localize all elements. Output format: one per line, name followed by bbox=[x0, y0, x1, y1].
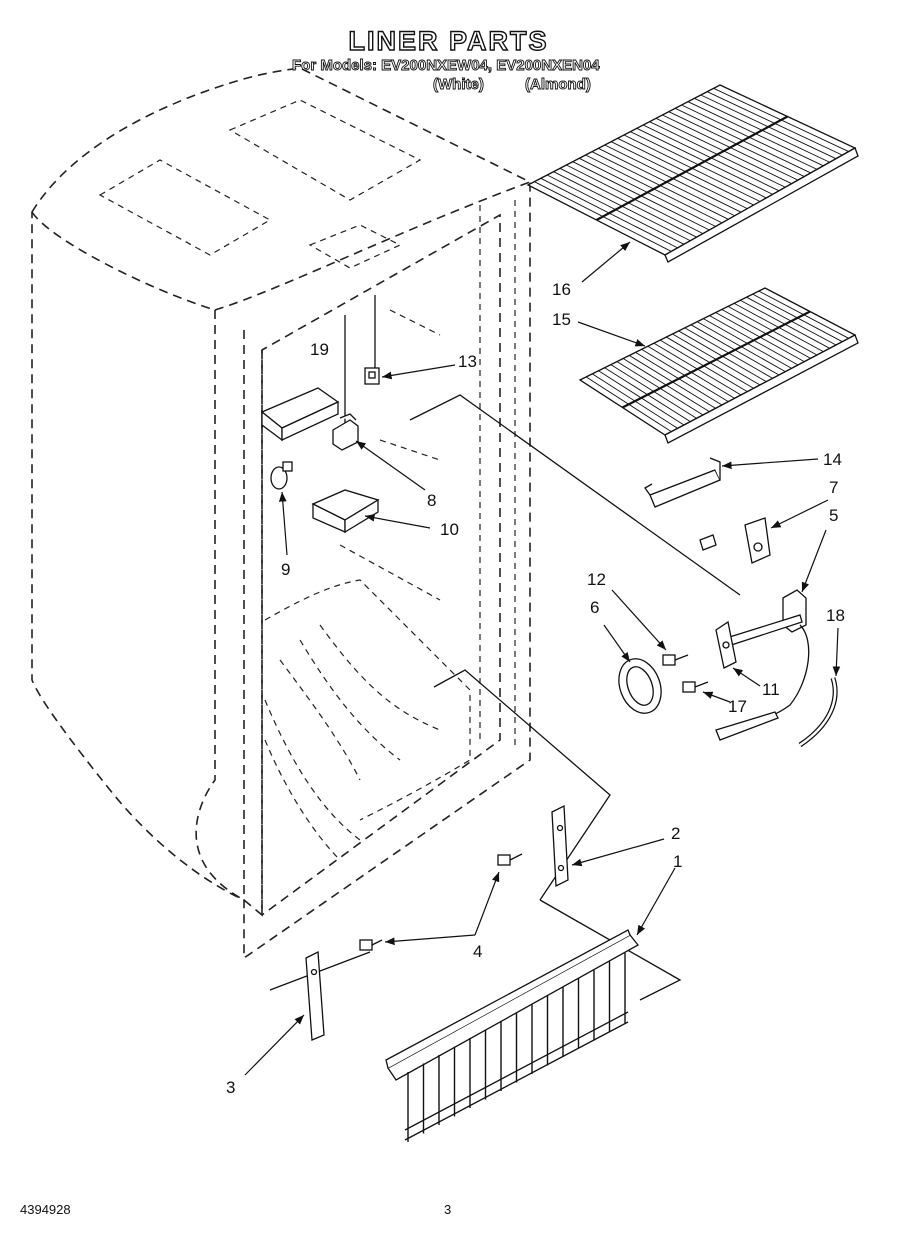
light-bulb-9 bbox=[270, 461, 293, 490]
callout-11: 11 bbox=[762, 680, 780, 699]
bracket-3 bbox=[305, 950, 325, 1041]
callout-18: 18 bbox=[826, 606, 845, 625]
connection-lines bbox=[269, 295, 741, 1001]
variant-almond: (Almond) bbox=[525, 76, 592, 94]
callout-1: 1 bbox=[673, 852, 683, 871]
page-number: 3 bbox=[444, 1202, 452, 1217]
light-housing-19 bbox=[260, 387, 340, 442]
callout-13: 13 bbox=[458, 352, 477, 371]
callout-9: 9 bbox=[281, 560, 291, 579]
callout-6: 6 bbox=[590, 598, 600, 617]
screw-4b bbox=[359, 939, 383, 951]
screw-12 bbox=[662, 654, 689, 666]
callout-7: 7 bbox=[829, 478, 839, 497]
control-assembly-5 bbox=[715, 589, 810, 741]
callout-10: 10 bbox=[440, 520, 459, 539]
wire-shelf-15 bbox=[578, 287, 859, 444]
cabinet-outline bbox=[31, 67, 531, 960]
wire-shelf-16 bbox=[526, 84, 859, 263]
bracket-10 bbox=[311, 489, 380, 534]
basket-1 bbox=[385, 929, 639, 1142]
callout-8: 8 bbox=[427, 491, 437, 510]
callout-16: 16 bbox=[552, 280, 571, 299]
screw-17 bbox=[682, 681, 709, 693]
callout-14: 14 bbox=[823, 450, 842, 469]
callout-12: 12 bbox=[587, 570, 606, 589]
switch-13 bbox=[364, 367, 380, 385]
callout-2: 2 bbox=[671, 824, 681, 843]
leader-lines bbox=[244, 241, 841, 1076]
callout-19: 19 bbox=[310, 340, 329, 359]
drain-tube-18 bbox=[798, 677, 838, 748]
callout-5: 5 bbox=[829, 506, 839, 525]
page-title: LINER PARTS bbox=[348, 25, 549, 56]
control-knob-6 bbox=[618, 658, 662, 714]
screw-4a bbox=[497, 853, 523, 866]
document-number: 4394928 bbox=[20, 1202, 71, 1217]
callout-3: 3 bbox=[226, 1078, 236, 1097]
bracket-2 bbox=[551, 804, 569, 888]
part-7 bbox=[699, 517, 771, 564]
variant-white: (White) bbox=[433, 76, 485, 94]
callout-15: 15 bbox=[552, 310, 571, 329]
callout-17: 17 bbox=[728, 697, 747, 716]
models-line: For Models: EV200NXEW04, EV200NXEN04 bbox=[292, 57, 601, 75]
part-14 bbox=[644, 457, 721, 508]
callout-4: 4 bbox=[473, 942, 483, 961]
